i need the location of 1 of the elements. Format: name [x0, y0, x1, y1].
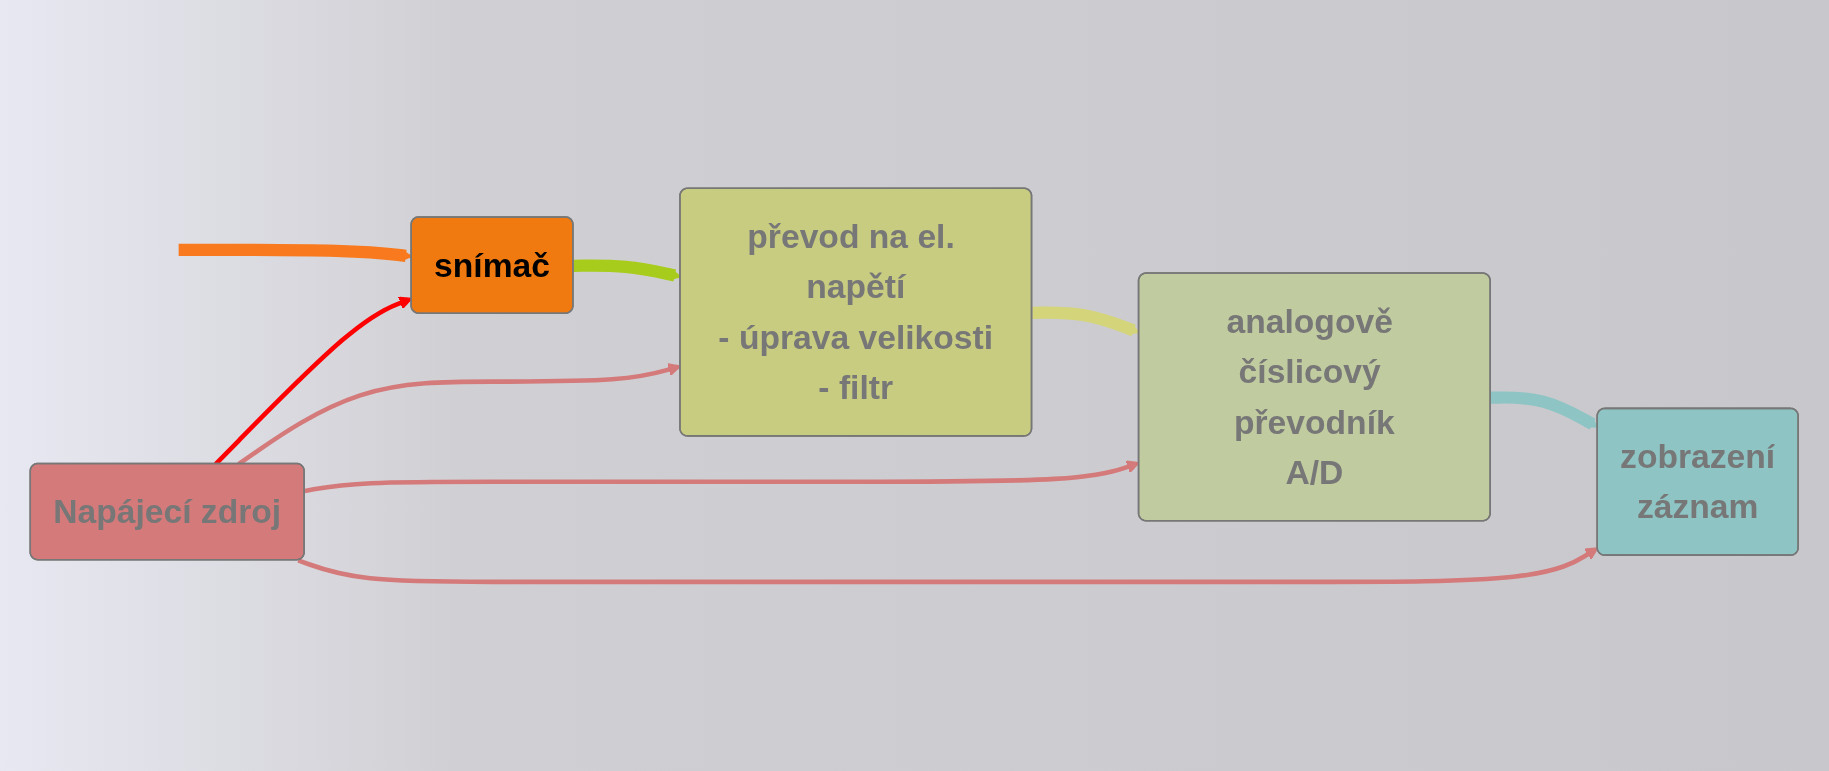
- arrow: [297, 547, 1599, 585]
